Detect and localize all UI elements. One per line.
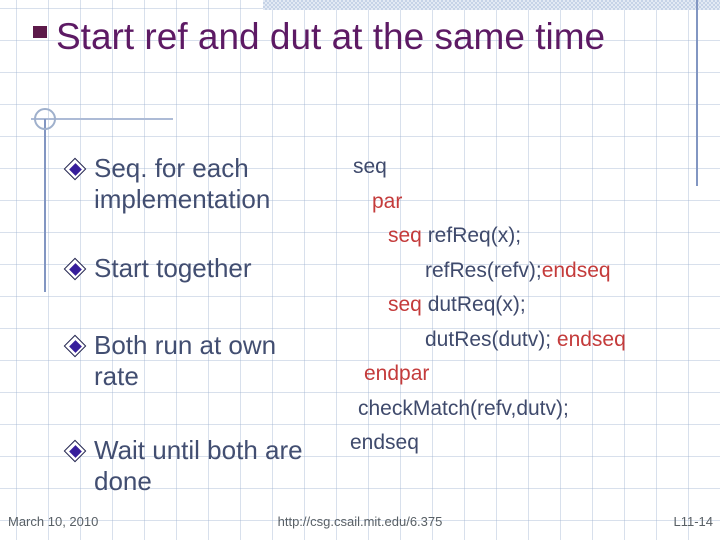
code-line: par bbox=[372, 185, 626, 220]
decor-circle bbox=[34, 108, 56, 130]
code-segment: endseq bbox=[350, 431, 419, 454]
code-segment: dutRes(dutv); bbox=[425, 327, 557, 351]
diamond-bullet-icon bbox=[63, 257, 87, 281]
code-segment: refRes(refv); bbox=[425, 258, 542, 282]
code-segment: endpar bbox=[364, 362, 430, 385]
code-segment: seq bbox=[388, 224, 422, 247]
corner-accent-square bbox=[33, 26, 47, 38]
footer-date: March 10, 2010 bbox=[8, 514, 99, 529]
code-segment: endseq bbox=[541, 258, 611, 282]
slide-footer: March 10, 2010 http://csg.csail.mit.edu/… bbox=[0, 514, 720, 534]
bullet-item: Seq. for each implementation bbox=[63, 153, 314, 215]
bullet-label: Start together bbox=[94, 253, 252, 283]
diamond-bullet-icon bbox=[63, 334, 87, 358]
footer-url: http://csg.csail.mit.edu/6.375 bbox=[277, 514, 443, 529]
diamond-bullet-icon bbox=[63, 157, 87, 181]
bullet-label: Wait until both are done bbox=[94, 435, 303, 496]
code-line: refRes(refv);endseq bbox=[425, 254, 626, 289]
code-segment: seq bbox=[353, 155, 387, 178]
code-line: seq dutReq(x); bbox=[388, 288, 626, 323]
code-segment: par bbox=[372, 189, 403, 213]
code-line: seq refReq(x); bbox=[388, 219, 626, 254]
title-underline-decor bbox=[31, 118, 173, 120]
code-line: checkMatch(refv,dutv); bbox=[358, 392, 626, 427]
diamond-bullet-icon bbox=[63, 439, 87, 463]
code-segment: dutReq(x); bbox=[421, 293, 526, 316]
code-line: endseq bbox=[350, 426, 626, 461]
bullet-item: Start together bbox=[63, 253, 314, 284]
code-block: seq par seq refReq(x); refRes(refv);ends… bbox=[350, 150, 626, 461]
left-accent-line bbox=[44, 119, 46, 292]
right-accent-line bbox=[696, 0, 698, 186]
code-segment: endseq bbox=[556, 327, 626, 351]
page-title: Start ref and dut at the same time bbox=[56, 16, 606, 57]
code-segment: checkMatch(refv,dutv); bbox=[358, 396, 569, 420]
code-line: seq bbox=[353, 150, 626, 185]
bullet-item: Wait until both are done bbox=[63, 435, 314, 497]
code-segment: refReq(x); bbox=[421, 224, 522, 247]
bullet-item: Both run at own rate bbox=[63, 330, 314, 392]
code-line: endpar bbox=[364, 357, 626, 392]
code-segment: seq bbox=[388, 293, 422, 316]
bullet-label: Seq. for each implementation bbox=[94, 153, 271, 214]
top-accent-band bbox=[263, 0, 720, 10]
bullet-label: Both run at own rate bbox=[94, 330, 277, 391]
footer-page-number: L11-14 bbox=[673, 514, 713, 529]
code-line: dutRes(dutv); endseq bbox=[425, 323, 626, 358]
